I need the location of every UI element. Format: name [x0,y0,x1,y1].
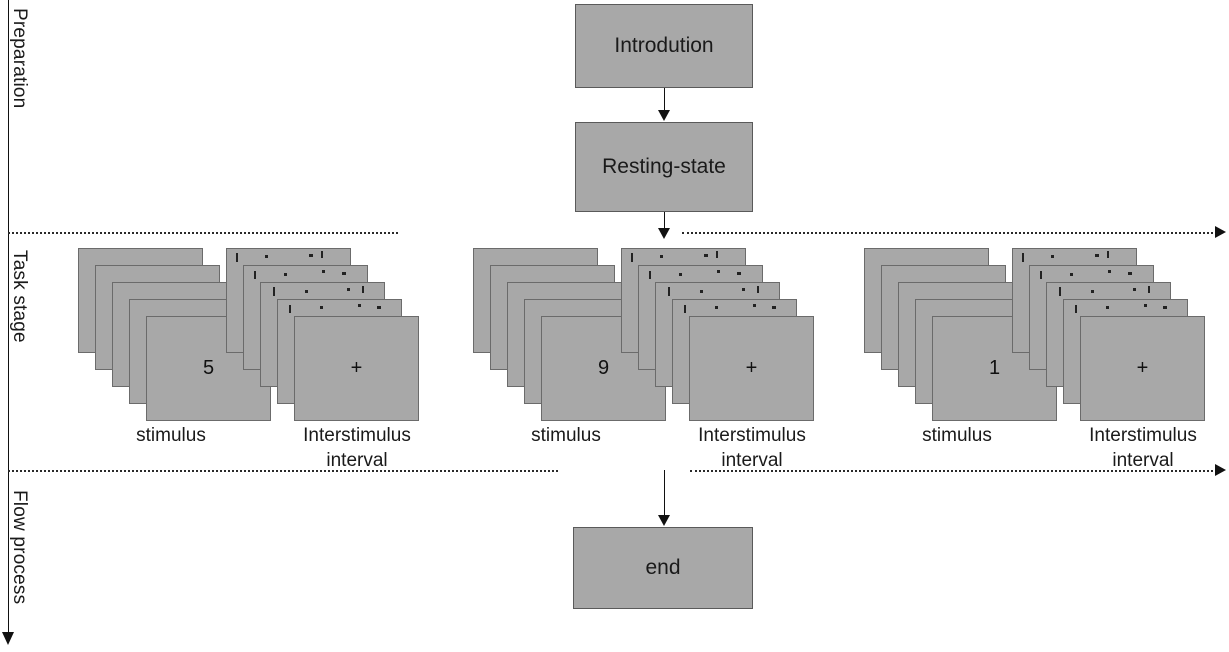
flow-box-resting-state[interactable]: Resting-state [575,122,753,212]
interstimulus-stack-3[interactable]: + [1012,248,1212,428]
flow-process-axis-arrowhead [2,632,14,645]
caption-interstimulus-2: Interstimulus interval [698,425,806,471]
interstimulus-stack-2[interactable]: + [621,248,821,428]
separator-task-stage-left [8,470,558,472]
connector-task-stage-to-end [664,470,665,520]
interstimulus-card-front: + [689,316,814,421]
connector-introduction-to-resting-state [664,88,665,111]
caption-interstimulus-1: Interstimulus interval [303,425,411,471]
axis-section-label-task-stage: Task stage [9,250,30,343]
flow-process-axis-line [8,0,9,636]
interstimulus-stack-1[interactable]: + [226,248,426,428]
connector-resting-state-to-task-stage [664,212,665,234]
caption-stimulus-2: stimulus [531,425,601,446]
separator-preparation-right [682,232,1217,234]
separator-task-stage-arrowhead [1215,464,1226,476]
axis-section-label-preparation: Preparation [9,8,30,109]
caption-interstimulus-3: Interstimulus interval [1089,425,1197,471]
caption-stimulus-1: stimulus [136,425,206,446]
interstimulus-card-front: + [294,316,419,421]
flow-box-introduction[interactable]: Introdution [575,4,753,88]
connector-arrowhead-end [658,515,670,526]
connector-arrowhead-task-stage [658,228,670,239]
connector-arrowhead-resting-state [658,110,670,121]
interstimulus-card-front: + [1080,316,1205,421]
separator-preparation-arrowhead [1215,226,1226,238]
separator-task-stage-right [690,470,1217,472]
separator-preparation-left [8,232,398,234]
axis-section-label-flow-process: Flow process [9,490,30,605]
caption-stimulus-3: stimulus [922,425,992,446]
flow-box-end[interactable]: end [573,527,753,609]
